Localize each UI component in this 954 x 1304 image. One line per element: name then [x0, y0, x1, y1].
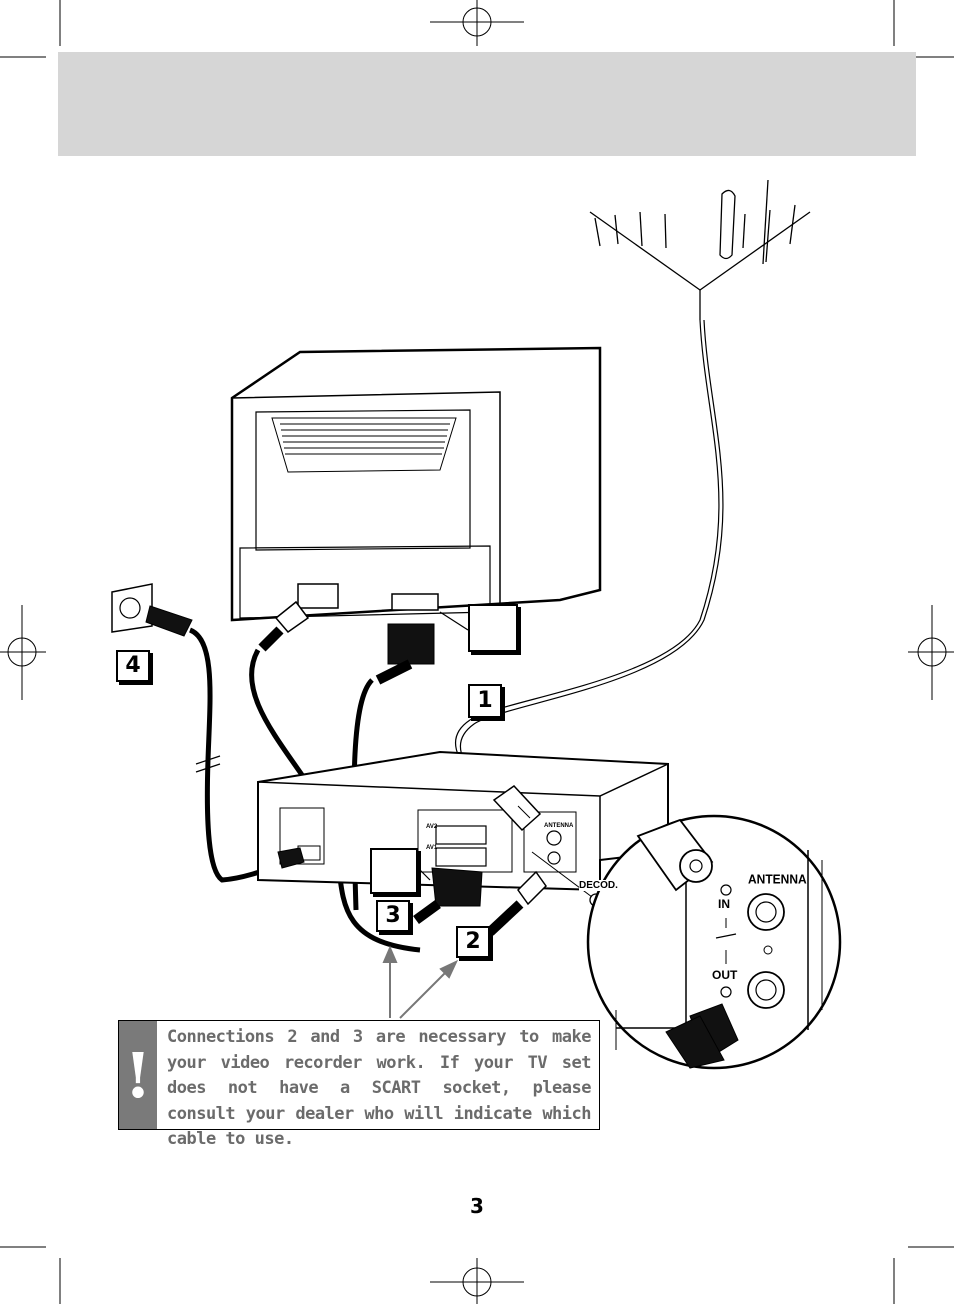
- note-text: Connections 2 and 3 are necessary to mak…: [167, 1027, 592, 1149]
- pointer-arrows: [382, 945, 459, 1019]
- detail-out-label: OUT: [712, 968, 738, 982]
- video-recorder: [257, 750, 669, 892]
- power-socket-icon: [111, 583, 301, 883]
- decod-label: DECOD.: [579, 880, 618, 891]
- page-number: 3: [470, 1194, 484, 1218]
- callout-4: 4: [116, 650, 150, 682]
- vcr-antenna-label: ANTENNA: [544, 823, 574, 829]
- antenna-detail-magnifier: [531, 814, 842, 1070]
- exclamation-symbol: !: [124, 1039, 152, 1112]
- detail-in-label: IN: [718, 897, 730, 911]
- scart-plug-vcr: [413, 867, 483, 925]
- scart-plug-tv: [351, 623, 435, 911]
- antenna-icon: [454, 179, 811, 801]
- coax-plug-vcr: [486, 870, 547, 936]
- callout-2: 2: [456, 926, 490, 958]
- vcr-av1-label: AV1: [426, 845, 438, 851]
- callout-box-tv-scart: [468, 604, 518, 652]
- detail-antenna-label: ANTENNA: [748, 871, 807, 887]
- exclamation-icon: !: [119, 1021, 157, 1129]
- vcr-av2-label: AV2: [426, 824, 438, 830]
- note-box: ! Connections 2 and 3 are necessary to m…: [118, 1020, 600, 1149]
- callout-box-vcr-scart: [370, 848, 418, 894]
- antenna-plug-vcr: [492, 785, 542, 832]
- header-band: [58, 52, 916, 156]
- tv-set: [230, 346, 602, 622]
- callout-3: 3: [376, 900, 410, 932]
- callout-1: 1: [468, 684, 502, 718]
